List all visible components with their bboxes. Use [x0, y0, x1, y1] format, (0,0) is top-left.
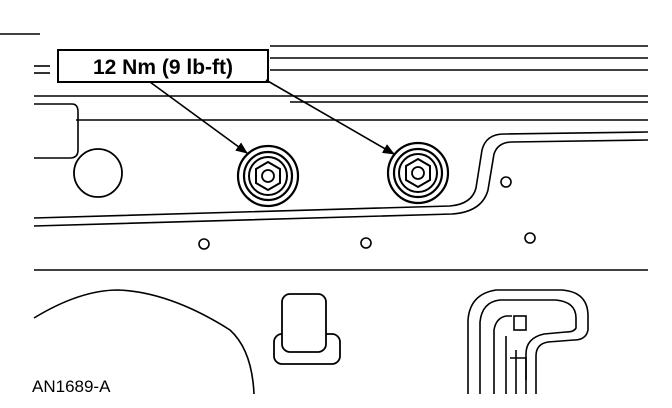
bolt-left — [236, 144, 300, 208]
left-flange — [34, 103, 79, 159]
torque-callout: 12 Nm (9 lb-ft) — [57, 49, 269, 83]
leader-arrows — [149, 79, 395, 155]
center-boss — [273, 293, 341, 365]
torque-spec-label: 12 Nm (9 lb-ft) — [93, 56, 233, 79]
bolt-right — [386, 141, 450, 205]
lower-body-contour — [33, 289, 255, 395]
panel-edge-lines — [0, 33, 648, 121]
callout-box — [57, 49, 269, 83]
figure-id: AN1689-A — [32, 377, 111, 396]
large-hole — [73, 148, 123, 198]
small-holes — [198, 176, 536, 250]
leader-arrow-right — [265, 79, 395, 155]
rail-outline — [33, 131, 649, 271]
leader-arrow-left — [149, 81, 248, 154]
lower-right-bracket — [467, 289, 589, 394]
